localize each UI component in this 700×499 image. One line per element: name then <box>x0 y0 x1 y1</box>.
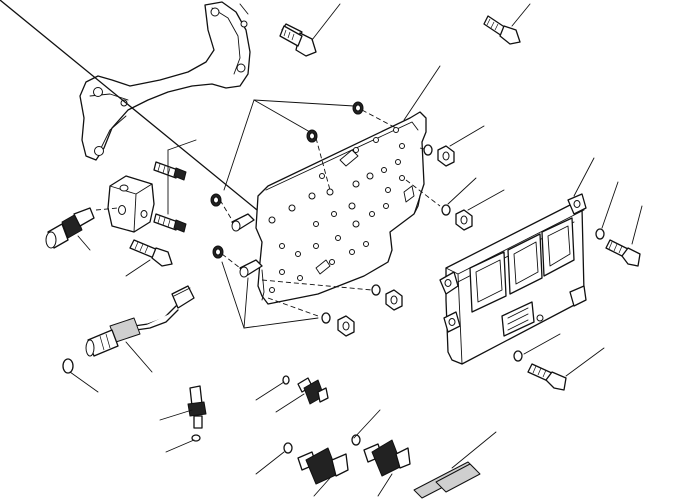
top-right-bolt <box>483 3 531 45</box>
ecm-mounting-plate <box>210 65 441 329</box>
small-temperature-sensor <box>255 375 329 413</box>
wiring-harness-sensor <box>85 285 195 373</box>
sensor-bracket-block <box>95 175 155 233</box>
o-ring <box>62 358 99 393</box>
engine-control-module <box>439 157 595 365</box>
plate-nuts-and-washers <box>321 125 505 337</box>
bracket-bolt <box>0 0 341 233</box>
mounting-bracket <box>79 1 251 161</box>
module-washer-bolt <box>513 181 643 391</box>
shim-plates <box>413 431 497 499</box>
stud-bolts <box>125 139 197 277</box>
pressure-switch <box>159 385 207 453</box>
large-temperature-sensors <box>255 409 411 497</box>
pressure-sensor <box>45 207 95 251</box>
